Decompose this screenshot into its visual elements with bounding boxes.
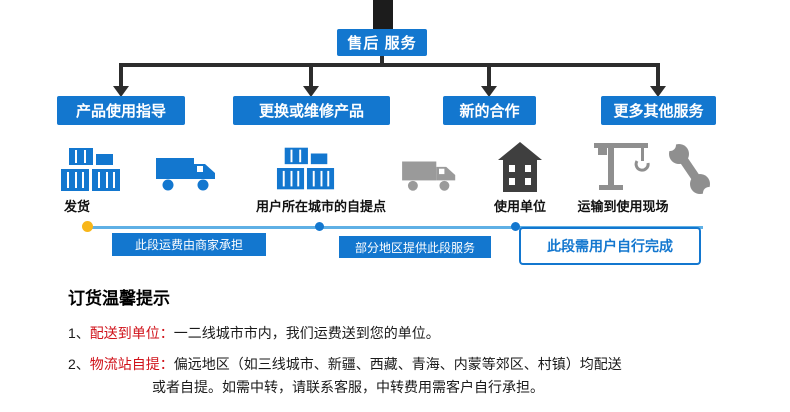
branch-box-new-cooperation: 新的合作: [443, 96, 536, 125]
stage-label-pickup-point: 用户所在城市的自提点: [255, 199, 386, 214]
branch-box-more-services: 更多其他服务: [601, 96, 716, 125]
branch-line-2: [309, 63, 313, 87]
stage-label-transport-to-site: 运输到使用现场: [577, 199, 669, 214]
wrench-icon: [664, 139, 715, 199]
crane-icon: [584, 137, 654, 192]
branch-box-replace-repair: 更换或维修产品: [233, 96, 390, 125]
tip-highlight: 物流站自提：: [89, 356, 174, 372]
arrow-down-icon: [113, 86, 129, 97]
timeline-start-dot: [82, 221, 93, 232]
stage-label-user-unit: 使用单位: [493, 199, 546, 214]
top-connector-stub: [373, 0, 393, 30]
branch-line-3: [487, 63, 491, 87]
segment-label-partial-area-service: 部分地区提供此段服务: [339, 236, 491, 258]
tip-text: 偏远地区（如三线城市、新疆、西藏、青海、内蒙等郊区、村镇）均配送: [173, 356, 622, 372]
timeline-dot: [315, 222, 324, 231]
branch-line-4: [656, 63, 660, 87]
tree-horizontal-line: [119, 63, 660, 67]
tips-title: 订货温馨提示: [68, 289, 170, 308]
segment-text: 部分地区提供此段服务: [354, 240, 475, 255]
segment-text: 此段需用户自行完成: [547, 238, 673, 254]
root-service-box: 售后 服务: [337, 29, 427, 56]
tip-item-2: 2、物流站自提：偏远地区（如三线城市、新疆、西藏、青海、内蒙等郊区、村镇）均配送…: [68, 353, 748, 399]
branch-box-product-guidance: 产品使用指导: [57, 96, 185, 125]
cargo-boxes-icon: [276, 145, 336, 192]
branch-label: 更多其他服务: [613, 103, 704, 120]
tip-item-1: 1、配送到单位：一二线城市市内，我们运费送到您的单位。: [68, 322, 748, 345]
cargo-boxes-icon: [60, 147, 122, 192]
truck-icon: [156, 153, 218, 193]
timeline-line: [86, 226, 703, 229]
arrow-down-icon: [303, 86, 319, 97]
tip-highlight: 配送到单位：: [89, 325, 174, 341]
tip-text: 一二线城市市内，我们运费送到您的单位。: [173, 325, 440, 341]
root-service-label: 售后 服务: [347, 35, 417, 52]
branch-label: 新的合作: [459, 103, 520, 120]
segment-label-merchant-pays: 此段运费由商家承担: [112, 233, 266, 256]
stage-label-shipping: 发货: [63, 199, 90, 214]
segment-text: 此段运费由商家承担: [134, 238, 243, 252]
tip-text-continuation: 或者自提。如需中转，请联系客服，中转费用需客户自行承担。: [152, 379, 544, 395]
arrow-down-icon: [650, 86, 666, 97]
timeline-dot: [511, 222, 520, 231]
branch-label: 产品使用指导: [75, 103, 166, 120]
truck-icon: [402, 157, 458, 193]
segment-label-user-self-complete: 此段需用户自行完成: [519, 227, 701, 265]
order-tips-section: 订货温馨提示 1、配送到单位：一二线城市市内，我们运费送到您的单位。 2、物流站…: [68, 284, 748, 407]
branch-line-1: [119, 63, 123, 87]
root-drop-line: [380, 56, 384, 64]
tip-number: 1、: [68, 325, 90, 341]
branch-label: 更换或维修产品: [258, 103, 364, 120]
arrow-down-icon: [481, 86, 497, 97]
building-icon: [498, 142, 542, 192]
tip-number: 2、: [68, 356, 90, 372]
